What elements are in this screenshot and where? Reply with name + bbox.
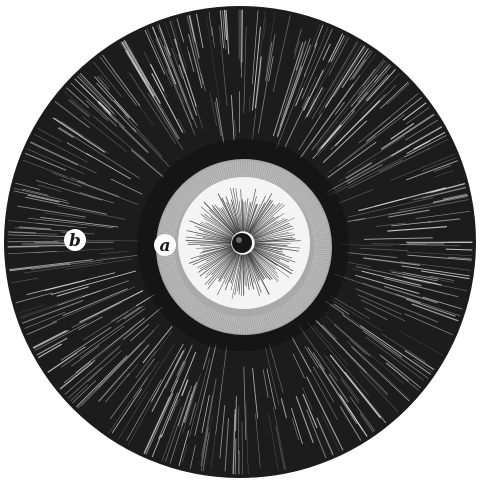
label-a-text: a [159, 236, 170, 256]
label-b-text: b [69, 231, 81, 251]
label-b: b [64, 229, 86, 251]
label-a: a [154, 234, 176, 256]
inner-disc [178, 177, 310, 309]
center-spot [232, 233, 252, 253]
center-highlight [236, 237, 242, 243]
inner-ray [243, 255, 244, 295]
